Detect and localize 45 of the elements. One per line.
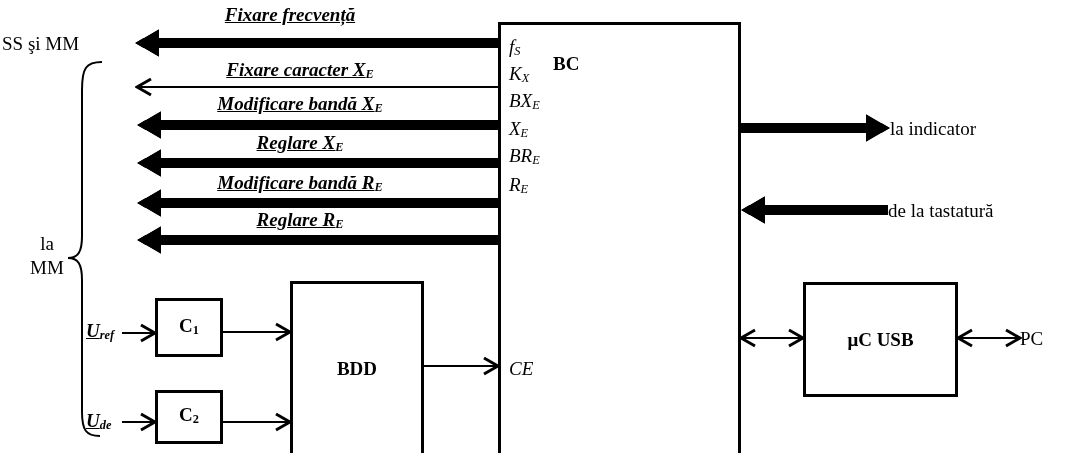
block-title: C$_{2}$ xyxy=(178,402,200,429)
arrow xyxy=(137,111,498,139)
destination-label: la MM xyxy=(29,232,65,280)
arrow xyxy=(741,196,888,224)
arrow xyxy=(222,322,292,342)
arrow xyxy=(121,412,157,432)
block-box xyxy=(290,281,424,453)
edge-label: Fixare frecvență xyxy=(224,4,356,25)
block-box xyxy=(498,22,741,453)
arrow xyxy=(137,189,498,217)
signal-label: de la tastatură xyxy=(888,200,994,222)
port-label: BX$_{E}$ xyxy=(509,90,540,115)
port-label: BR$_{E}$ xyxy=(509,145,540,170)
block-title: BC xyxy=(553,53,580,75)
arrow xyxy=(137,149,498,177)
edge-label: Modificare bandă R$_{E}$ xyxy=(217,172,383,197)
block-title: μC USB xyxy=(846,327,915,352)
signal-label: U$_{ref}$ xyxy=(86,320,115,345)
arrow xyxy=(222,412,292,432)
port-label: R$_{E}$ xyxy=(509,174,529,199)
arrow xyxy=(956,328,1022,348)
signal-label: SS şi MM xyxy=(2,33,80,55)
arrow xyxy=(741,114,890,142)
port-label: CE xyxy=(509,358,534,380)
arrow xyxy=(423,356,500,376)
signal-label: PC xyxy=(1020,328,1044,350)
arrow xyxy=(137,226,498,254)
block-title: C$_{1}$ xyxy=(178,313,200,339)
port-label: X$_{E}$ xyxy=(509,118,529,143)
arrow xyxy=(739,328,805,348)
port-label: K$_{X}$ xyxy=(509,63,530,88)
port-label: f$_{S}$ xyxy=(509,36,521,61)
edge-label: Modificare bandă X$_{E}$ xyxy=(217,93,383,118)
arrow xyxy=(135,77,499,97)
signal-label: U$_{de}$ xyxy=(86,410,112,435)
arrow xyxy=(121,323,157,343)
edge-label: Fixare caracter X$_{E}$ xyxy=(226,59,374,84)
signal-label: la indicator xyxy=(890,118,976,140)
comparator-box xyxy=(155,390,223,444)
comparator-box xyxy=(155,298,223,357)
edge-label: Reglare X$_{E}$ xyxy=(256,132,344,157)
edge-label: Reglare R$_{E}$ xyxy=(256,209,344,234)
microcontroller-box xyxy=(803,282,958,397)
arrow xyxy=(135,29,498,57)
block-title: BDD xyxy=(335,357,379,381)
